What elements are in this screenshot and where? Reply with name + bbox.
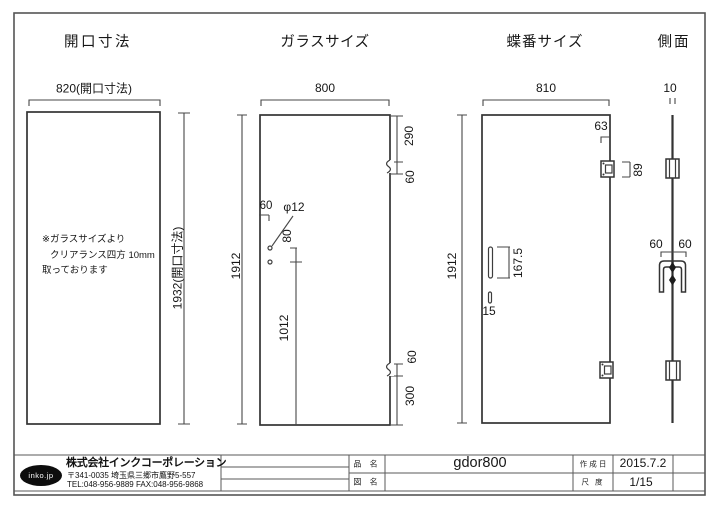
creation-date-value: 2015.7.2 [619,456,667,470]
hinge-bottom-side [665,360,681,381]
opening-height-dim: 1932(開口寸法) [170,226,185,310]
hinge-bottom [599,361,614,379]
company-name: 株式会社インクコーポレーション [66,457,227,469]
hinge-width-dim: 810 [535,81,557,95]
glass-width-dim: 800 [314,81,336,95]
glass-dim-60-hole: 60 [259,200,273,212]
small-slot [487,291,493,304]
glass-dim-60-bottom: 60 [405,350,419,364]
company-tel-fax: TEL:048-956-9889 FAX:048-956-9868 [67,480,204,489]
company-address: 〒341-0035 埼玉県三郷市鷹野5-557 [67,471,196,480]
header-side-view: 側面 [657,34,691,51]
glass-dim-290: 290 [402,125,416,147]
header-opening-size: 開口寸法 [64,34,132,51]
hinge-top [600,160,615,178]
drawing-name-label: 図 名 [353,477,381,487]
opening-view-lines [26,99,190,425]
scale-value: 1/15 [629,475,653,489]
door-handle-side [658,260,687,293]
opening-outline [26,111,161,425]
item-name-value: gdor800 [453,455,507,471]
glass-hole-diameter: φ12 [283,200,305,214]
side-dim-60-right: 60 [678,237,692,251]
hinge-dim-15: 15 [482,304,496,318]
sheet-border [13,12,706,496]
handle-hole-top [267,245,273,251]
leader-line [271,215,294,247]
hinge-door-outline [481,114,611,424]
glass-view-lines [237,99,403,426]
lock-slot [487,246,494,279]
handle-hole-bottom [267,259,273,265]
hinge-dim-167-5: 167.5 [511,247,525,279]
glass-dim-60-top: 60 [403,170,417,184]
glass-dim-80: 80 [280,229,294,243]
hinge-height-dim: 1912 [445,252,459,280]
hinge-notch-bottom [386,362,391,377]
glass-dim-1012: 1012 [277,314,291,342]
creation-date-label: 作 成 日 [579,459,607,469]
opening-width-dim: 820(開口寸法) [55,81,133,96]
title-block-grid [14,454,705,492]
clearance-note-line2: クリアランス四方 10mm [50,250,155,261]
hinge-dim-89: 89 [631,163,645,177]
glass-height-dim: 1912 [229,252,243,280]
glass-dim-300: 300 [403,385,417,407]
hinge-view-lines [457,99,631,424]
side-dim-10: 10 [663,81,677,95]
item-name-label: 品 名 [353,459,381,469]
header-glass-size: ガラスサイズ [280,34,370,51]
header-hinge-size: 蝶番サイズ [506,34,584,51]
hinge-notch-top [386,159,391,174]
clearance-note-line3: 取っております [42,265,108,276]
glass-door-outline [259,114,391,426]
hinge-top-side [665,158,680,179]
clearance-note-line1: ※ガラスサイズより [42,234,126,245]
scale-label: 尺 度 [581,477,605,487]
side-dim-60-left: 60 [649,237,663,251]
hinge-dim-63: 63 [594,119,608,133]
company-logo: inko.jp [20,465,62,486]
side-view-lines [658,98,687,423]
